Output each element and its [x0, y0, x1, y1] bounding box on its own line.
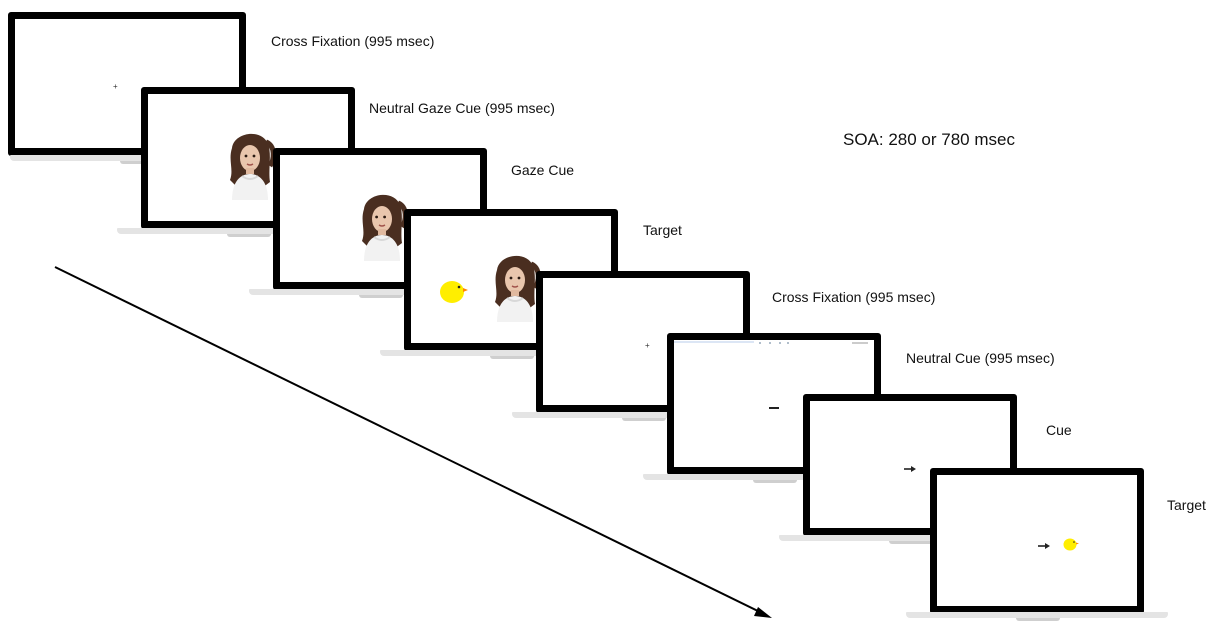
step-label-cue: Cue — [1046, 422, 1072, 438]
step-label-neutral-cue: Neutral Cue (995 msec) — [906, 350, 1055, 366]
time-arrow-head — [754, 607, 772, 618]
laptop-notch — [753, 480, 797, 483]
right-arrow-icon — [1038, 543, 1050, 549]
soa-label: SOA: 280 or 780 msec — [843, 130, 1015, 150]
step-label-neutral-gaze-cue: Neutral Gaze Cue (995 msec) — [369, 100, 555, 116]
face-gaze-cue-photo — [354, 191, 410, 261]
face-target-photo — [487, 252, 543, 322]
step-label-target-1: Target — [643, 222, 682, 238]
laptop-notch — [359, 295, 403, 298]
screen — [930, 468, 1144, 614]
step-label-gaze-cue: Gaze Cue — [511, 162, 574, 178]
laptop-notch — [227, 234, 271, 237]
laptop-notch — [490, 356, 534, 359]
yellow-target-chick — [1063, 537, 1079, 551]
laptop-notch — [889, 541, 933, 544]
neutral-dash — [769, 407, 779, 409]
fixation-cross: + — [645, 342, 650, 350]
step-label-cross-fixation-2: Cross Fixation (995 msec) — [772, 289, 935, 305]
laptop-notch — [622, 418, 666, 421]
browser-toolbar-strip — [674, 340, 874, 346]
face-straight-photo — [222, 130, 278, 200]
step-label-cross-fixation-1: Cross Fixation (995 msec) — [271, 33, 434, 49]
step-label-target-2: Target — [1167, 497, 1206, 513]
fixation-cross: + — [113, 83, 118, 91]
right-arrow-icon — [904, 466, 916, 472]
yellow-target-chick — [439, 278, 469, 304]
